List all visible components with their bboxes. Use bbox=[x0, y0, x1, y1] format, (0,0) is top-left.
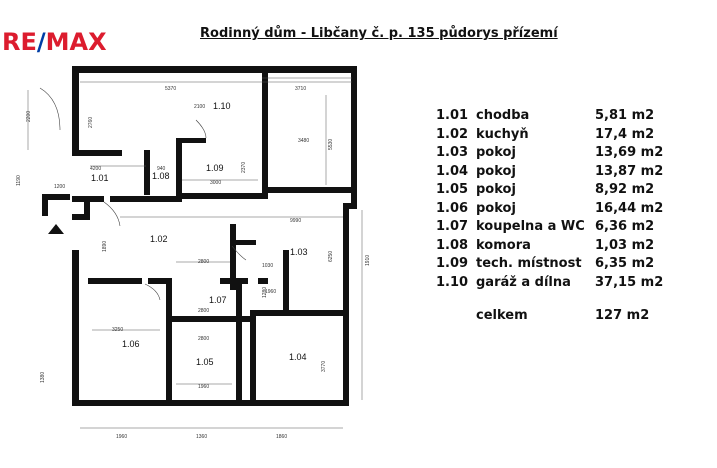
room-area: 1,03 m2 bbox=[595, 237, 655, 253]
dimension-text: 1860 bbox=[276, 434, 287, 440]
room-id: 1.05 bbox=[436, 182, 469, 197]
dimension-lines bbox=[27, 77, 363, 429]
dimension-text: 9990 bbox=[290, 218, 301, 224]
dimension-text: 2370 bbox=[241, 162, 247, 173]
door-swings bbox=[39, 87, 247, 301]
room-id: 1.01 bbox=[436, 108, 469, 123]
room-area: 6,35 m2 bbox=[595, 256, 655, 271]
room-id: 1.07 bbox=[436, 219, 469, 234]
room-name: pokoj bbox=[476, 145, 516, 160]
room-area: 16,44 m2 bbox=[595, 200, 664, 216]
dimension-text: 6250 bbox=[328, 251, 334, 262]
room-area: 37,15 m2 bbox=[595, 274, 664, 290]
room-id: 1.10 bbox=[436, 274, 469, 290]
dimension-text: 5530 bbox=[328, 139, 334, 150]
logo-text-re: RE bbox=[2, 28, 37, 56]
dimension-text: 3710 bbox=[295, 86, 306, 92]
room-id: 1.02 bbox=[436, 126, 469, 142]
dimension-text: 1360 bbox=[196, 434, 207, 440]
dimension-text: 3000 bbox=[210, 180, 221, 186]
room-label: 1.03 bbox=[290, 247, 308, 257]
walls bbox=[42, 66, 357, 406]
dimension-text: 2760 bbox=[88, 117, 94, 128]
room-name: kuchyň bbox=[476, 126, 529, 142]
room-name: tech. místnost bbox=[476, 256, 582, 271]
room-id: 1.03 bbox=[436, 145, 469, 160]
floor-plan: 1.01 1.02 1.03 1.04 1.05 1.06 1.07 1.08 … bbox=[16, 66, 371, 440]
room-label: 1.05 bbox=[196, 357, 214, 367]
dimension-text: 2800 bbox=[198, 336, 209, 342]
room-area: 17,4 m2 bbox=[595, 126, 655, 142]
logo-slash: / bbox=[36, 28, 46, 56]
room-name: chodba bbox=[476, 108, 530, 123]
room-label: 1.07 bbox=[209, 295, 227, 305]
room-area: 13,69 m2 bbox=[595, 145, 664, 160]
logo-text-max: MAX bbox=[45, 28, 107, 56]
dimension-text: 2200 bbox=[26, 111, 32, 122]
dimension-text: 2800 bbox=[198, 259, 209, 265]
dimension-text: 1280 bbox=[262, 287, 268, 298]
page-title: Rodinný dům - Libčany č. p. 135 půdorys … bbox=[200, 26, 558, 41]
dimension-text: 3480 bbox=[298, 138, 309, 144]
dimension-text: 1890 bbox=[102, 241, 108, 252]
dimension-text: 1030 bbox=[262, 263, 273, 269]
room-label: 1.01 bbox=[91, 173, 109, 183]
room-name: komora bbox=[476, 237, 531, 253]
room-area: 13,87 m2 bbox=[595, 163, 664, 179]
dimension-text: 1190 bbox=[16, 175, 22, 186]
room-name: garáž a dílna bbox=[476, 274, 571, 290]
room-id: 1.06 bbox=[436, 200, 469, 216]
dimension-text: 940 bbox=[157, 166, 166, 172]
room-label: 1.09 bbox=[206, 163, 224, 173]
room-label: 1.08 bbox=[152, 171, 170, 181]
dimension-text: 5370 bbox=[165, 86, 176, 92]
dimension-text: 1960 bbox=[198, 384, 209, 390]
total-label: celkem bbox=[476, 308, 528, 323]
room-labels: 1.01 1.02 1.03 1.04 1.05 1.06 1.07 1.08 … bbox=[91, 101, 308, 367]
room-area: 5,81 m2 bbox=[595, 108, 655, 123]
north-arrow-icon bbox=[48, 224, 64, 234]
dimension-text: 4200 bbox=[90, 166, 101, 172]
dimension-texts: 5370 3710 2100 2760 1200 1190 4200 940 3… bbox=[16, 86, 371, 440]
dimension-text: 1910 bbox=[365, 255, 371, 266]
room-area: 6,36 m2 bbox=[595, 219, 655, 234]
dimension-text: 1960 bbox=[116, 434, 127, 440]
room-id: 1.04 bbox=[436, 163, 469, 179]
room-area: 8,92 m2 bbox=[595, 182, 655, 197]
dimension-text: 1960 bbox=[265, 289, 276, 295]
dimension-text: 3250 bbox=[112, 327, 123, 333]
room-name: koupelna a WC bbox=[476, 219, 585, 234]
dimension-text: 1380 bbox=[40, 372, 46, 383]
room-label: 1.06 bbox=[122, 339, 140, 349]
room-label: 1.04 bbox=[289, 352, 307, 362]
room-label: 1.02 bbox=[150, 234, 168, 244]
room-id: 1.09 bbox=[436, 256, 469, 271]
dimension-text: 2800 bbox=[198, 308, 209, 314]
dimension-text: 1200 bbox=[54, 184, 65, 190]
dimension-text: 2100 bbox=[194, 104, 205, 110]
room-name: pokoj bbox=[476, 200, 516, 216]
room-id: 1.08 bbox=[436, 237, 469, 253]
room-name: pokoj bbox=[476, 182, 516, 197]
total-area: 127 m2 bbox=[595, 308, 650, 323]
room-name: pokoj bbox=[476, 163, 516, 179]
room-label: 1.10 bbox=[213, 101, 231, 111]
remax-logo: RE/MAX bbox=[2, 28, 107, 56]
dimension-text: 3770 bbox=[321, 361, 327, 372]
